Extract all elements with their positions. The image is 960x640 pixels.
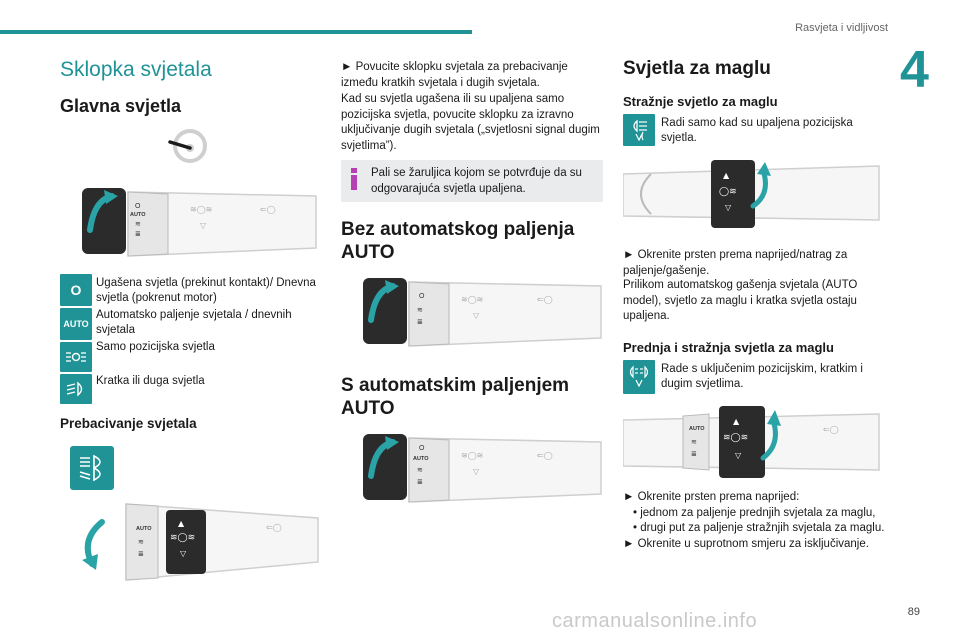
svg-text:≋: ≋ — [691, 438, 697, 446]
rear-fog-light-icon — [633, 119, 647, 142]
paragraph-flash: Kad su svjetla ugašena ili su upaljena s… — [341, 93, 600, 152]
svg-text:▽: ▽ — [180, 549, 187, 558]
info-box: Pali se žaruljica kojom se potvrđuje da … — [341, 160, 603, 202]
svg-text:≋◯≋: ≋◯≋ — [723, 433, 748, 443]
dipped-main-beam-icon — [66, 381, 83, 397]
watermark: carmanualsonline.info — [552, 610, 758, 632]
page-number: 89 — [907, 606, 920, 618]
svg-text:O: O — [419, 293, 425, 300]
light-stalk-illustration: O ≋ ≣ ≋◯≋ ▽ ⇐◯ — [363, 278, 602, 347]
svg-text:≋◯≋: ≋◯≋ — [190, 205, 212, 214]
steering-wheel-icon — [168, 129, 207, 163]
heading-fog-lights: Svjetla za maglu — [623, 58, 771, 79]
svg-text:▲: ▲ — [723, 171, 730, 180]
legend-text-position: Samo pozicijska svjetla — [96, 341, 215, 353]
subheading-rear-fog: Stražnje svjetlo za maglu — [623, 94, 778, 109]
legend-icon-position — [60, 342, 92, 372]
svg-text:AUTO: AUTO — [413, 456, 429, 462]
steps-intro: ► Okrenite prsten prema naprijed: — [623, 491, 800, 503]
svg-text:O: O — [419, 445, 425, 452]
light-stalk-illustration: O AUTO ≋ ≣ ≋◯≋ ▽ ⇐◯ — [82, 188, 317, 257]
svg-text:▲: ▲ — [178, 519, 185, 528]
svg-text:AUTO: AUTO — [689, 426, 705, 432]
heading-main-lights: Glavna svjetla — [60, 96, 182, 116]
svg-text:≋: ≋ — [138, 538, 144, 546]
svg-text:≋◯≋: ≋◯≋ — [461, 295, 483, 304]
fog-ring-rear-illustration: ▲ ◯≋ ▽ — [623, 160, 880, 228]
paragraph-auto-off: Prilikom automatskog gašenja svjetala (A… — [623, 279, 858, 322]
paragraph-turn-ring: ► Okrenite prsten prema naprijed/natrag … — [623, 249, 848, 277]
svg-text:≋: ≋ — [135, 220, 141, 228]
legend-icon-off: O — [60, 274, 92, 306]
svg-text:▽: ▽ — [735, 451, 742, 460]
info-icon — [351, 168, 357, 190]
steps-end: ► Okrenite u suprotnom smjeru za isključ… — [623, 537, 869, 550]
legend-icon-beam — [60, 374, 92, 404]
svg-text:⇐◯: ⇐◯ — [823, 425, 839, 434]
legend-icon-auto: AUTO — [60, 308, 92, 340]
rear-fog-text: Radi samo kad su upaljena pozicijska svj… — [661, 117, 853, 144]
chapter-title: Rasvjeta i vidljivost — [795, 22, 888, 34]
subheading-front-rear-fog: Prednja i stražnja svjetla za maglu — [623, 340, 834, 355]
light-stalk-pull-illustration: ▲ ≋◯≋ ▽ AUTO ≋ ≣ ⇐◯ — [82, 503, 319, 581]
heading-switching: Prebacivanje svjetala — [60, 416, 197, 431]
top-accent-bar — [0, 30, 472, 34]
svg-text:O: O — [135, 203, 141, 210]
svg-text:≋◯≋: ≋◯≋ — [170, 533, 195, 543]
svg-text:≋◯≋: ≋◯≋ — [461, 451, 483, 460]
svg-text:▽: ▽ — [473, 467, 480, 476]
svg-text:≣: ≣ — [691, 450, 697, 458]
svg-text:≣: ≣ — [138, 550, 144, 558]
step-two: • drugi put za paljenje stražnjih svjeta… — [633, 522, 885, 534]
svg-text:▽: ▽ — [725, 203, 732, 212]
fog-ring-front-illustration: AUTO ≋ ≣ ▲ ≋◯≋ ▽ ⇐◯ — [623, 406, 880, 478]
info-text: Pali se žaruljica kojom se potvrđuje da … — [371, 167, 582, 195]
svg-text:▽: ▽ — [473, 311, 480, 320]
svg-text:≋: ≋ — [417, 306, 423, 314]
front-rear-fog-icon-box — [623, 360, 655, 394]
step-one: • jednom za paljenje prednjih svjetala z… — [633, 506, 876, 519]
section-title: Sklopka svjetala — [60, 58, 212, 81]
rear-fog-icon-box — [623, 114, 655, 146]
front-rear-fog-text: Rade s uključenim pozicijskim, kratkim i… — [661, 363, 863, 390]
svg-text:▽: ▽ — [200, 221, 207, 230]
svg-text:⇐◯: ⇐◯ — [266, 523, 282, 532]
svg-text:≣: ≣ — [135, 230, 141, 238]
svg-text:◯≋: ◯≋ — [719, 187, 737, 197]
svg-text:≋: ≋ — [417, 466, 423, 474]
svg-text:≣: ≣ — [417, 318, 423, 326]
chapter-number: 4 — [900, 41, 929, 99]
svg-text:AUTO: AUTO — [136, 526, 152, 532]
svg-text:▲: ▲ — [733, 417, 740, 426]
front-rear-fog-light-icon — [629, 365, 649, 388]
beam-switch-icon-box — [70, 446, 114, 490]
svg-text:AUTO: AUTO — [130, 212, 146, 218]
heading-without-auto: Bez automatskog paljenja AUTO — [341, 219, 575, 263]
steps-block: ► Okrenite prsten prema naprijed: • jedn… — [623, 490, 887, 552]
svg-text:⇐◯: ⇐◯ — [537, 295, 553, 304]
legend-text-auto: Automatsko paljenje svjetala / dnevnih s… — [96, 309, 292, 336]
heading-with-auto: S automatskim paljenjem AUTO — [341, 375, 570, 419]
legend-text-off: Ugašena svjetla (prekinut kontakt)/ Dnev… — [96, 277, 316, 304]
light-stalk-auto-illustration: O AUTO ≋ ≣ ≋◯≋ ▽ ⇐◯ — [363, 434, 602, 503]
svg-text:⇐◯: ⇐◯ — [260, 205, 276, 214]
svg-text:⇐◯: ⇐◯ — [537, 451, 553, 460]
paragraph-pull-switch: ► Povucite sklopku svjetala za prebaciva… — [341, 61, 568, 89]
legend-text-beam: Kratka ili duga svjetla — [96, 375, 205, 387]
dipped-main-beam-icon — [79, 454, 101, 482]
position-lights-icon — [66, 352, 86, 362]
svg-text:≣: ≣ — [417, 478, 423, 486]
